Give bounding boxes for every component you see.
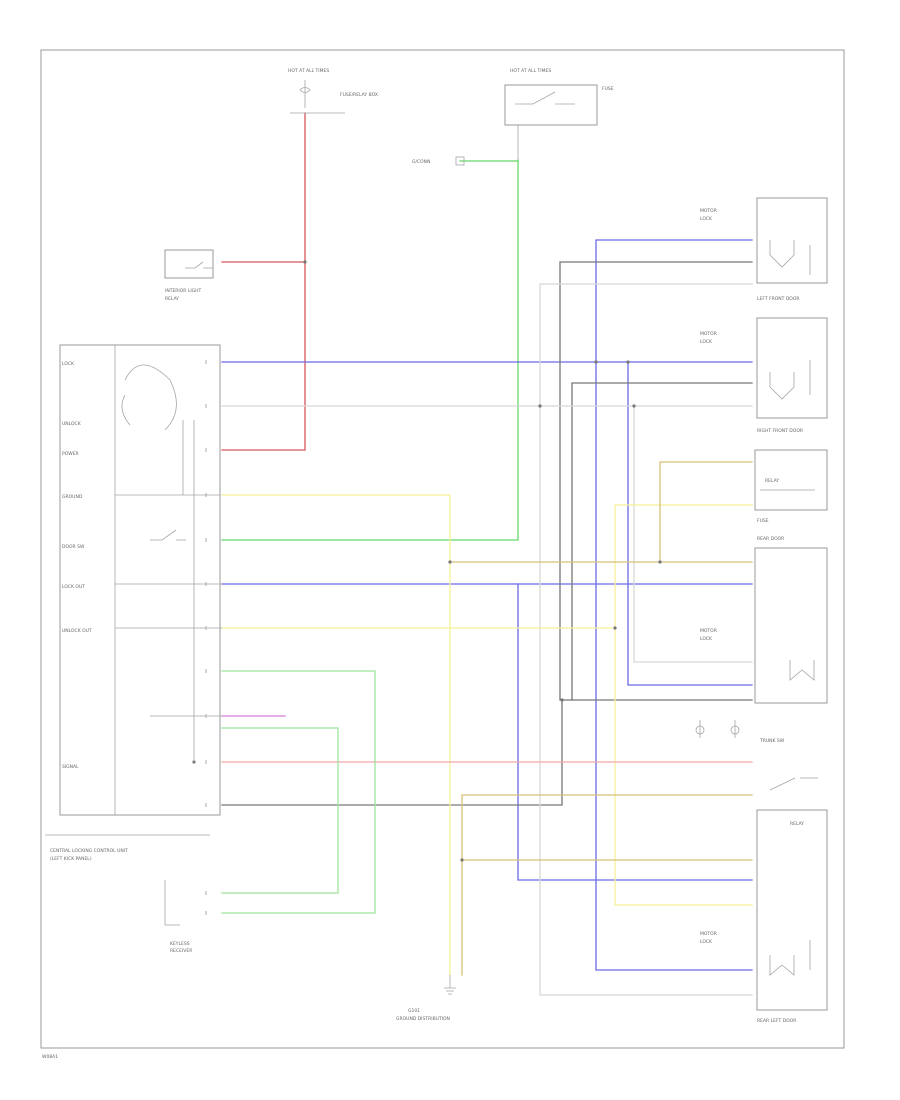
svg-text:UNLOCK: UNLOCK	[62, 421, 82, 427]
wire-lightgray-b	[539, 283, 753, 996]
wire-blue-vertical-b	[627, 361, 753, 686]
svg-text:MOTOR: MOTOR	[700, 208, 717, 214]
svg-text:RELAY: RELAY	[765, 478, 779, 484]
wire-blue-right-loop	[595, 239, 753, 971]
svg-text:RECEIVER: RECEIVER	[170, 948, 192, 954]
splice-point	[632, 404, 636, 408]
ground-point: G101 GROUND DISTRIBUTION	[396, 975, 456, 1022]
relay-switch-box: HOT AT ALL TIMES FUSE	[504, 68, 614, 160]
splice-point	[460, 858, 464, 862]
central-locking-control-unit: LOCK UNLOCK POWER GROUND DOOR SW LOCK OU…	[59, 344, 221, 816]
wire-gray-mid	[571, 382, 753, 701]
svg-text:RELAY: RELAY	[790, 821, 804, 827]
splice-point	[560, 698, 564, 702]
splice-points	[192, 260, 662, 862]
splice-point	[448, 560, 452, 564]
door-lamp-switch: INTERIOR LIGHT RELAY	[164, 249, 214, 302]
svg-text:MOTOR: MOTOR	[700, 931, 717, 937]
svg-text:LOCK: LOCK	[700, 939, 713, 945]
wire-gray-ground-bus	[221, 699, 563, 806]
splice-point	[594, 360, 598, 364]
svg-text:GROUND DISTRIBUTION: GROUND DISTRIBUTION	[396, 1016, 450, 1022]
svg-text:SIGNAL: SIGNAL	[62, 764, 79, 770]
svg-text:G/CONN: G/CONN	[412, 159, 430, 165]
keyless-entry-unit: CENTRAL LOCKING CONTROL UNIT (LEFT KICK …	[45, 834, 210, 954]
svg-text:(LEFT KICK PANEL): (LEFT KICK PANEL)	[50, 856, 92, 862]
lock-connector: G/CONN	[412, 156, 465, 166]
splice-point	[626, 360, 630, 364]
svg-text:MOTOR: MOTOR	[700, 331, 717, 337]
svg-text:REAR LEFT DOOR: REAR LEFT DOOR	[757, 1018, 796, 1024]
svg-text:FUSE/RELAY BOX: FUSE/RELAY BOX	[340, 92, 378, 98]
svg-text:LOCK: LOCK	[700, 636, 713, 642]
wiring-layer	[221, 112, 753, 996]
splice-point	[303, 260, 307, 264]
svg-text:TRUNK SW: TRUNK SW	[759, 738, 785, 744]
svg-text:KEYLESS: KEYLESS	[170, 941, 190, 947]
left-front-door-actuator: MOTOR LOCK LEFT FRONT DOOR	[700, 197, 828, 302]
splice-point	[538, 404, 542, 408]
svg-text:RIGHT FRONT DOOR: RIGHT FRONT DOOR	[757, 428, 803, 434]
wire-lightgray-c	[633, 405, 753, 663]
svg-text:LOCK: LOCK	[700, 339, 713, 345]
svg-text:RELAY: RELAY	[165, 296, 179, 302]
rear-left-door-actuator: RELAY MOTOR LOCK REAR LEFT DOOR	[700, 809, 828, 1024]
left-stubs	[115, 583, 222, 717]
svg-text:G101: G101	[408, 1008, 420, 1014]
lock-relay-module: RELAY FUSE	[754, 449, 828, 524]
wire-yellow-right	[614, 504, 753, 906]
svg-text:UNLOCK OUT: UNLOCK OUT	[62, 628, 92, 634]
right-front-door-actuator: MOTOR LOCK RIGHT FRONT DOOR	[700, 317, 828, 434]
svg-text:LOCK: LOCK	[700, 216, 713, 222]
svg-text:REAR DOOR: REAR DOOR	[757, 536, 784, 542]
svg-text:INTERIOR LIGHT: INTERIOR LIGHT	[165, 288, 202, 294]
wire-yellow-left-drop	[221, 494, 451, 976]
svg-text:LEFT FRONT DOOR: LEFT FRONT DOOR	[757, 296, 800, 302]
wire-green-lock-signal	[221, 159, 519, 541]
wire-green-loop-a	[221, 670, 376, 914]
diagram-frame	[40, 49, 845, 1049]
splice-point	[613, 626, 617, 630]
hot-at-all-times-fuse: HOT AT ALL TIMES FUSE/RELAY BOX	[288, 68, 378, 114]
wire-gray-upper	[559, 261, 753, 701]
page-code: W08A1	[42, 1054, 58, 1060]
svg-text:CENTRAL LOCKING CONTROL UNIT: CENTRAL LOCKING CONTROL UNIT	[50, 848, 128, 854]
svg-text:LOCK: LOCK	[62, 361, 75, 367]
svg-text:HOT AT ALL TIMES: HOT AT ALL TIMES	[288, 68, 329, 74]
wire-red-power-feed	[221, 112, 306, 451]
wire-blue-vertical-c	[517, 583, 753, 881]
svg-text:FUSE: FUSE	[602, 86, 614, 92]
wire-tan-up	[659, 461, 753, 563]
trunk-lock-switch: TRUNK SW	[695, 720, 818, 791]
svg-text:MOTOR: MOTOR	[700, 628, 717, 634]
wire-tan-lower	[461, 794, 753, 976]
svg-text:HOT AT ALL TIMES: HOT AT ALL TIMES	[510, 68, 551, 74]
svg-text:LOCK OUT: LOCK OUT	[62, 584, 85, 590]
wire-green-loop-b	[221, 727, 339, 894]
svg-text:POWER: POWER	[62, 451, 79, 457]
splice-point	[658, 560, 662, 564]
svg-text:DOOR SW: DOOR SW	[62, 544, 85, 550]
rear-door-lock-assembly: REAR DOOR MOTOR LOCK	[700, 536, 828, 704]
svg-text:GROUND: GROUND	[62, 494, 83, 500]
svg-text:FUSE: FUSE	[757, 518, 769, 524]
